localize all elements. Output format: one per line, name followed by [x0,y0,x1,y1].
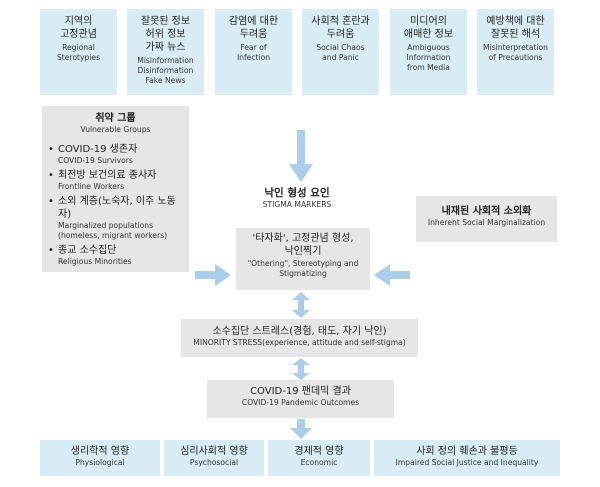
othering-label-ko: '타자화', 고정관념 형성, 낙인찍기 [252,233,354,257]
list-item-ko: 최전방 보건의료 종사자 [58,170,157,181]
minority-stress-en: MINORITY STRESS(experience, attitude and… [193,338,406,347]
list-item-en: Religious Minorities [58,257,132,266]
factor-label-en: Misinformation Disinformation Fake News [137,56,194,85]
stigma-markers-en: STIGMA MARKERS [262,200,332,209]
list-item-en: Frontline Workers [58,182,125,191]
list-item-en: Marginalized populations (homeless, migr… [58,221,168,240]
factor-regional-stereotypes: 지역의 고정관념 Regional Sterotypies [40,9,117,95]
arrow-bidirectional-icon [292,292,310,318]
factor-label-ko: 감염에 대한 두려움 [228,16,279,40]
factor-label-ko: 미디어의 애매한 정보 [403,16,454,40]
factor-label-ko: 지역의 고정관념 [60,16,97,40]
factor-fear-of-infection: 감염에 대한 두려움 Fear of Infection [215,9,292,95]
stigma-markers-ko: 낙인 형성 요인 [264,187,330,199]
arrow-down-icon [290,419,312,439]
minority-stress-box: 소수집단 스트레스(경험, 태도, 자기 낙인) MINORITY STRESS… [181,319,418,357]
othering-label-en: "Othering", Stereotyping and Stigmatizin… [247,259,359,278]
stigma-markers-title: 낙인 형성 요인 STIGMA MARKERS [232,187,362,210]
factor-label-en: Misinterpretation of Precautions [483,43,548,62]
arrow-down-icon [289,130,313,182]
arrow-left-icon [374,264,410,286]
pandemic-outcomes-box: COVID-19 팬데믹 결과 COVID-19 Pandemic Outcom… [207,380,394,418]
othering-box: '타자화', 고정관념 형성, 낙인찍기 "Othering", Stereot… [236,228,370,290]
list-item: 소외 계층(노숙자, 이주 노동자) Marginalized populati… [48,195,183,241]
outcome-label-ko: 심리사회적 영향 [180,446,248,457]
list-item-ko: 소외 계층(노숙자, 이주 노동자) [58,196,176,220]
factor-social-chaos: 사회적 혼란과 두려움 Social Chaos and Panic [302,9,379,95]
minority-stress-ko: 소수집단 스트레스(경험, 태도, 자기 낙인) [212,326,387,337]
outcome-psychosocial: 심리사회적 영향 Psychosocial [164,440,264,476]
outcome-label-en: Physiological [75,458,125,467]
pandemic-outcomes-ko: COVID-19 팬데믹 결과 [250,386,351,397]
inherent-marginalization-box: 내재된 사회적 소외화 Inherent Social Marginalizat… [416,196,557,242]
outcome-label-en: Impaired Social Justice and Inequality [395,458,539,467]
factor-misinterpretation: 예방책에 대한 잘못된 해석 Misinterpretation of Prec… [477,9,554,95]
factor-label-ko: 예방책에 대한 잘못된 해석 [486,16,545,40]
inherent-label-ko: 내재된 사회적 소외화 [441,206,532,217]
outcome-social-justice: 사회 정의 훼손과 불평등 Impaired Social Justice an… [374,440,560,476]
factor-misinformation: 잘못된 정보 허위 정보 가짜 뉴스 Misinformation Disinf… [127,9,204,95]
outcome-economic: 경제적 영향 Economic [268,440,370,476]
outcome-label-ko: 사회 정의 훼손과 불평등 [416,446,518,457]
factor-label-en: Regional Sterotypies [56,43,101,62]
factor-label-ko: 사회적 혼란과 두려움 [311,16,370,40]
list-item: COVID-19 생존자 COVID-19 Survivors [48,143,183,166]
outcome-physiological: 생리학적 영향 Physiological [40,440,160,476]
arrow-right-icon [195,264,231,286]
list-item: 최전방 보건의료 종사자 Frontline Workers [48,169,183,192]
outcome-label-en: Psychosocial [189,458,239,467]
list-item-ko: 종교 소수집단 [58,245,117,256]
factor-label-ko: 잘못된 정보 허위 정보 가짜 뉴스 [140,16,191,53]
pandemic-outcomes-en: COVID-19 Pandemic Outcomes [241,398,360,407]
factor-label-en: Social Chaos and Panic [316,43,365,62]
factor-label-en: Fear of Infection [236,43,271,62]
outcome-label-ko: 경제적 영향 [294,446,344,457]
vulnerable-groups-title-en: Vulnerable Groups [80,125,151,134]
factor-ambiguous-media: 미디어의 애매한 정보 Ambiguous Information from M… [390,9,467,95]
vulnerable-groups-title-ko: 취약 그룹 [95,113,136,124]
outcome-label-ko: 생리학적 영향 [70,446,130,457]
outcome-label-en: Economic [300,458,338,467]
vulnerable-groups-header: 취약 그룹 Vulnerable Groups [48,112,183,135]
list-item: 종교 소수집단 Religious Minorities [48,244,183,267]
list-item-en: COVID-19 Survivors [58,156,133,165]
arrow-bidirectional-icon [292,358,310,380]
vulnerable-groups-list: COVID-19 생존자 COVID-19 Survivors 최전방 보건의료… [48,143,183,267]
vulnerable-groups-box: 취약 그룹 Vulnerable Groups COVID-19 생존자 COV… [42,106,189,272]
factor-label-en: Ambiguous Information from Media [406,43,451,72]
list-item-ko: COVID-19 생존자 [58,144,138,155]
inherent-label-en: Inherent Social Marginalization [427,218,546,227]
